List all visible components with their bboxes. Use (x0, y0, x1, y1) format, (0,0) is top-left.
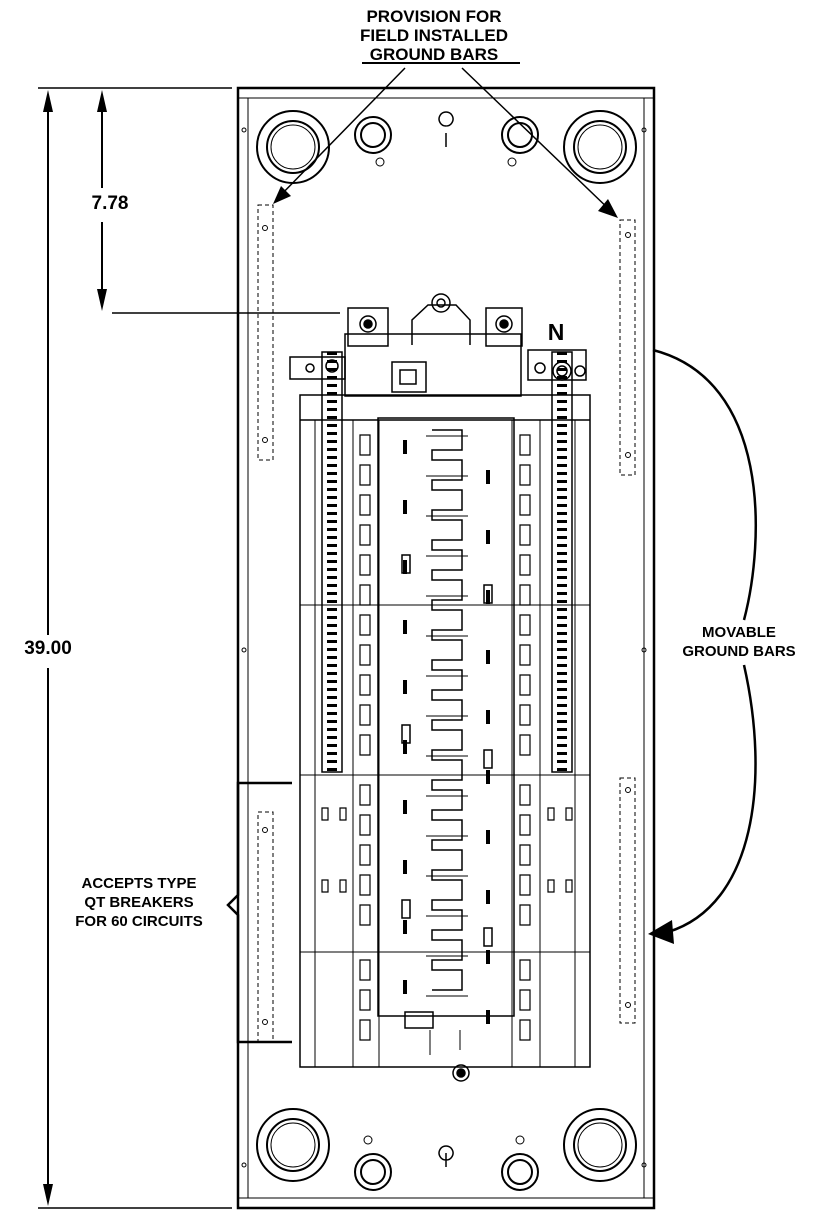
movable-ground-bars-label: MOVABLE GROUND BARS (682, 624, 795, 660)
main-lug-block (289, 293, 587, 397)
neutral-label: N (548, 319, 565, 345)
dimension-arrowheads (43, 90, 107, 1206)
dimension-lines (38, 87, 340, 1209)
ground-bar-holes (262, 225, 631, 1025)
bus-bar-assembly (377, 417, 515, 1082)
dimension-top-label: 7.78 (92, 193, 129, 214)
provision-label-line3: GROUND BARS (370, 45, 498, 64)
neutral-bar-left (321, 351, 343, 773)
accepts-breakers-label: ACCEPTS TYPE QT BREAKERS FOR 60 CIRCUITS (75, 875, 203, 930)
provision-label-line2: FIELD INSTALLED (360, 26, 508, 45)
movable-label-line2: GROUND BARS (682, 643, 795, 660)
provision-callout-lines (275, 67, 615, 215)
provision-label-line1: PROVISION FOR (366, 7, 501, 26)
movable-arrowhead (648, 920, 674, 944)
movable-label-line1: MOVABLE (702, 624, 776, 641)
accepts-label-line2: QT BREAKERS (84, 894, 193, 911)
movable-arc (652, 348, 757, 934)
knockouts-top (256, 110, 637, 184)
provision-callout-arrowheads (273, 186, 618, 218)
enclosure (236, 86, 656, 1210)
dimension-total-label: 39.00 (24, 638, 72, 659)
interior-frame (299, 394, 591, 1068)
accepts-label-line1: ACCEPTS TYPE (81, 875, 196, 892)
neutral-bar-right (551, 351, 573, 773)
provision-label: PROVISION FOR FIELD INSTALLED GROUND BAR… (360, 7, 508, 64)
knockouts-bottom (256, 1108, 637, 1191)
breaker-stabs (321, 434, 573, 1041)
accepts-bracket (226, 781, 292, 1044)
accepts-label-line3: FOR 60 CIRCUITS (75, 913, 203, 930)
